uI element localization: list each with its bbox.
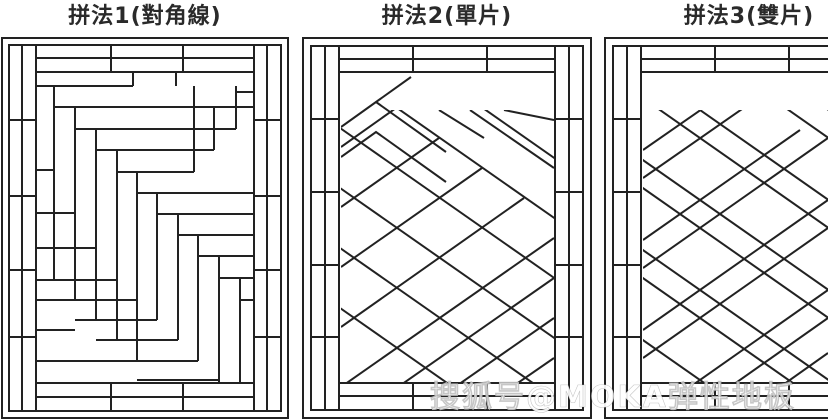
panel-2-title: 拼法2(單片) bbox=[381, 4, 513, 29]
panel-3-double-herringbone-pattern bbox=[604, 37, 828, 419]
panel-2-single-herringbone-pattern bbox=[302, 37, 592, 419]
watermark-text: 搜狐号@MOKA弹性地板 bbox=[430, 380, 796, 416]
panel-1-title: 拼法1(對角線) bbox=[68, 4, 222, 29]
panel-1-diagonal-pattern bbox=[1, 37, 289, 419]
panel-3-title: 拼法3(雙片) bbox=[683, 4, 815, 29]
